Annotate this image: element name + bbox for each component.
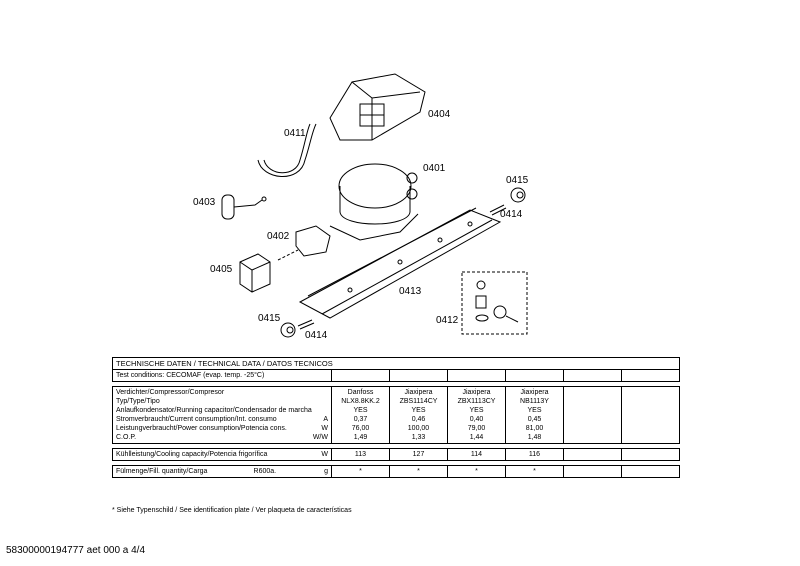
grommet-bottom — [280, 322, 296, 338]
label-0412: 0412 — [436, 315, 459, 326]
label-0413: 0413 — [399, 286, 422, 297]
label-0415-bottom: 0415 — [258, 313, 281, 324]
capacitor-part — [221, 194, 267, 220]
fill-value-4: * — [505, 465, 564, 478]
protector-part — [239, 253, 271, 293]
label-0411: 0411 — [284, 128, 306, 139]
compressor-spec-labels: Verdichter/Compressor/Compresor Typ/Type… — [112, 386, 332, 444]
label-0403: 0403 — [193, 197, 216, 208]
parts-diagram — [221, 73, 528, 338]
grommet-top — [510, 187, 526, 203]
cooling-capacity-label: Kühlleistung/Cooling capacity/Potencia f… — [112, 448, 332, 461]
cooling-value-4: 116 — [505, 448, 564, 461]
label-0402: 0402 — [267, 231, 290, 242]
cooling-value-3: 114 — [447, 448, 506, 461]
fill-value-2: * — [389, 465, 448, 478]
label-0415-top: 0415 — [506, 175, 529, 186]
cooling-value-2: 127 — [389, 448, 448, 461]
label-0414-bottom: 0414 — [305, 330, 328, 341]
mounting-kit — [461, 271, 528, 335]
table-header: TECHNISCHE DATEN / TECHNICAL DATA / DATO… — [111, 357, 681, 370]
label-0405: 0405 — [210, 264, 233, 275]
label-0404: 0404 — [428, 109, 451, 120]
cooling-value-1: 113 — [331, 448, 390, 461]
cover-part — [329, 73, 426, 141]
compressor-part — [329, 163, 419, 241]
label-0414-top: 0414 — [500, 209, 523, 220]
fill-value-3: * — [447, 465, 506, 478]
document-id: 58300000194777 aet 000 a 4/4 — [6, 545, 146, 556]
test-conditions: Test conditions: CECOMAF (evap. temp. -2… — [112, 369, 332, 382]
fill-value-1: * — [331, 465, 390, 478]
label-0401: 0401 — [423, 163, 446, 174]
relay-part — [277, 225, 331, 261]
footnote: * Siehe Typenschild / See identification… — [112, 507, 352, 514]
technical-data-table: TECHNISCHE DATEN / TECHNICAL DATA / DATO… — [111, 357, 681, 478]
hose-part — [257, 123, 317, 177]
mounting-plate — [298, 207, 502, 319]
